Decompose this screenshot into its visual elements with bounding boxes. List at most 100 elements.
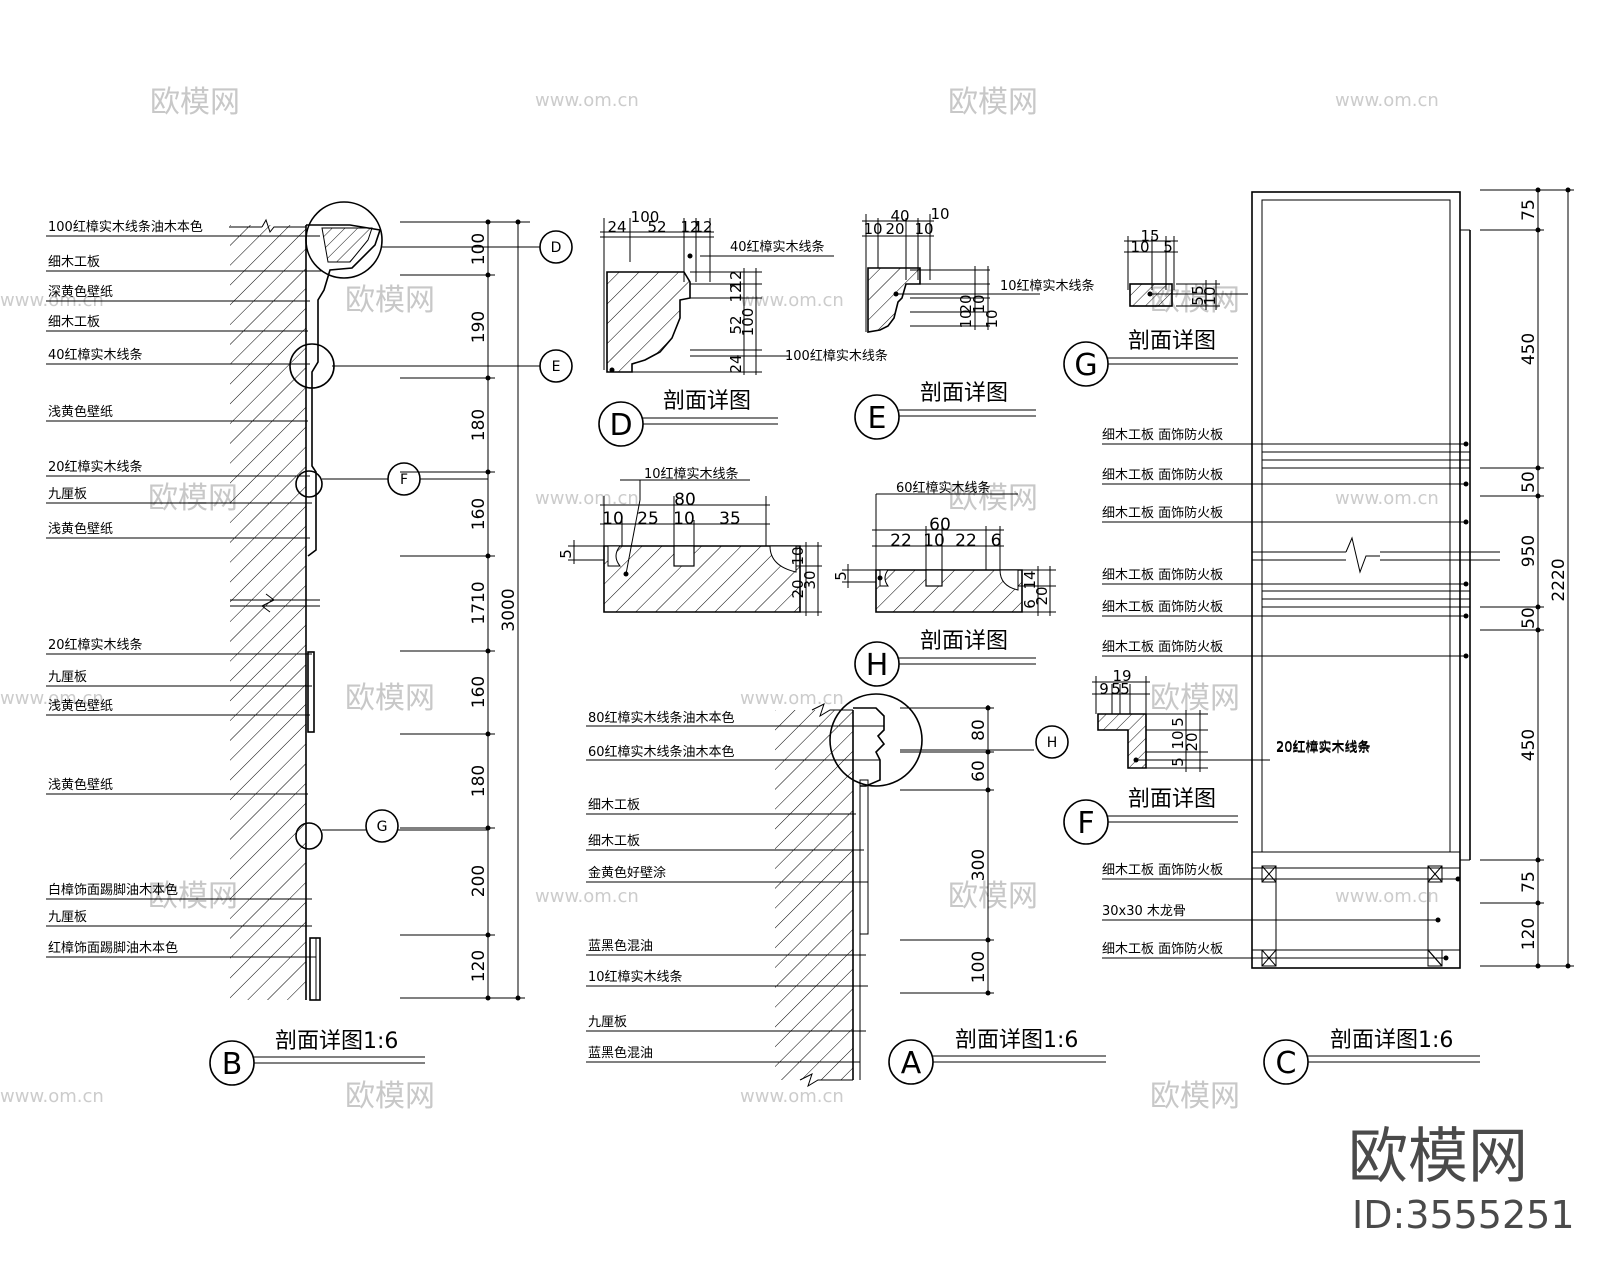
dimension: 10 xyxy=(957,309,975,328)
watermark-text: 欧模网 xyxy=(345,283,435,318)
dimension: 75 xyxy=(1519,871,1539,893)
dimension: 200 xyxy=(469,865,489,897)
watermark-text: 欧模网 xyxy=(345,1079,435,1114)
label: 浅黄色壁纸 xyxy=(48,777,113,793)
label: 60红樟实木线条油木本色 xyxy=(588,744,735,760)
section-title: 剖面详图1:6 xyxy=(275,1029,398,1054)
dimension: 22 xyxy=(890,531,912,551)
watermark-url: www.om.cn xyxy=(0,688,104,709)
dimension: 120 xyxy=(469,950,489,982)
section-title: 剖面详图 xyxy=(1128,787,1216,812)
dimension: 24 xyxy=(727,354,745,373)
detail-circle-g xyxy=(295,822,323,850)
dimension: 15 xyxy=(1140,227,1159,245)
dimension: 14 xyxy=(1021,570,1039,589)
dimension: 10 xyxy=(930,205,949,223)
label: 金黄色好壁涂 xyxy=(588,865,666,881)
watermark-text: 欧模网 xyxy=(148,481,238,516)
watermark-url: www.om.cn xyxy=(0,1086,104,1107)
label: 30x30 木龙骨 xyxy=(1102,904,1186,919)
watermark-text: 欧模网 xyxy=(345,681,435,716)
label: 100红樟实木线条油木本色 xyxy=(48,219,203,235)
section-title: 剖面详图 xyxy=(663,389,751,414)
leader-lines xyxy=(46,235,322,958)
dimension: 10 xyxy=(923,531,945,551)
dimension: 100 xyxy=(969,951,989,983)
label: 10红樟实木线条 xyxy=(644,466,739,482)
label: 10红樟实木线条 xyxy=(588,969,683,985)
label: 40红樟实木线条 xyxy=(48,347,143,363)
dimension: 10 xyxy=(983,309,1001,328)
label: 细木工板 面饰防火板 xyxy=(1102,639,1223,655)
label: 细木工板 面饰防火板 xyxy=(1102,599,1223,615)
dimension: 40 xyxy=(890,207,909,225)
label: 细木工板 xyxy=(48,315,100,330)
label: 细木工板 面饰防火板 xyxy=(1102,505,1223,521)
label: 浅黄色壁纸 xyxy=(48,404,113,420)
label: 九厘板 xyxy=(588,1015,627,1030)
dimension: 10 xyxy=(673,509,695,529)
dimension: 20 xyxy=(957,294,975,313)
label: 九厘板 xyxy=(48,910,87,925)
watermark-text: 欧模网 xyxy=(1150,1079,1240,1114)
dimension: 300 xyxy=(969,849,989,881)
dimension: 190 xyxy=(469,311,489,343)
label: 细木工板 xyxy=(588,798,640,813)
detail-d: 100 24 52 12 12 40红樟实木线条 12 12 52 100 24… xyxy=(598,208,888,447)
dimension: 10 xyxy=(1130,238,1149,256)
dimension: 5 xyxy=(832,571,850,581)
dimension: 10 xyxy=(1169,730,1187,749)
dimension: 6 xyxy=(991,531,1002,551)
callout-label: H xyxy=(1047,735,1058,751)
dimension: 100 xyxy=(469,233,489,265)
section-letter: G xyxy=(1074,348,1097,383)
dimension: 180 xyxy=(469,409,489,441)
dimension: 10 xyxy=(914,220,933,238)
label: 60红樟实木线条 xyxy=(896,480,991,496)
dimension: 20 xyxy=(1033,586,1051,605)
dimension: 20 xyxy=(1183,732,1201,751)
dimension: 60 xyxy=(969,760,989,782)
section-letter: A xyxy=(901,1046,922,1081)
dimension: 12 xyxy=(693,218,712,236)
dimension: 75 xyxy=(1519,199,1539,221)
detail-h: 10红樟实木线条 80 10 25 10 35 5 10 20 30 xyxy=(557,466,1056,687)
section-b: 100红樟实木线条油木本色 细木工板 深黄色壁纸 细木工板 40红樟实木线条 浅… xyxy=(46,201,573,1086)
detail-e: 40 10 10 20 10 10红樟实木线条 20 10 10 10 E 剖面… xyxy=(854,205,1095,440)
dimension: 12 xyxy=(727,270,745,289)
section-a: 80红樟实木线条油木本色 60红樟实木线条油木本色 细木工板 细木工板 金黄色好… xyxy=(586,693,1106,1088)
dimension: 160 xyxy=(469,498,489,530)
wood-joist-marks xyxy=(1261,865,1443,967)
label: 九厘板 xyxy=(48,487,87,502)
watermark-url: www.om.cn xyxy=(740,688,844,709)
label: 10红樟实木线条 xyxy=(1000,278,1095,294)
callout-label: E xyxy=(552,359,561,375)
dimension: 25 xyxy=(637,509,659,529)
detail-g: 15 10 5 5 5 10 G 剖面详图 xyxy=(1063,227,1248,387)
dimension: 180 xyxy=(469,765,489,797)
label: 细木工板 面饰防火板 xyxy=(1102,862,1223,878)
callout-label: F xyxy=(400,472,408,488)
dimension: 50 xyxy=(1519,607,1539,629)
dimension: 50 xyxy=(1519,471,1539,493)
dimension: 20 xyxy=(885,220,904,238)
brand-id: ID:3555251 xyxy=(1352,1193,1575,1237)
dimension: 80 xyxy=(674,490,696,510)
dimension: 35 xyxy=(719,509,741,529)
label: 细木工板 面饰防火板 xyxy=(1102,427,1223,443)
watermarks: 欧模网 www.om.cn 欧模网 www.om.cn www.om.cn 欧模… xyxy=(0,85,1439,1114)
wall-hatch xyxy=(230,225,306,1000)
dimension-total: 3000 xyxy=(499,588,519,631)
dimension: 80 xyxy=(969,719,989,741)
detail-f: 19 9 5 5 10 5 20 5 20红樟实木线条 F 剖面详图 xyxy=(1063,667,1371,845)
label: 80红樟实木线条油木本色 xyxy=(588,710,735,726)
dimension: 12 xyxy=(680,218,699,236)
dimension: 10 xyxy=(789,546,807,565)
watermark-url: www.om.cn xyxy=(740,290,844,311)
label: 蓝黑色混油 xyxy=(588,1045,653,1061)
dimension: 60 xyxy=(929,515,951,535)
dimension: 1710 xyxy=(469,581,489,624)
label: 20红樟实木线条 xyxy=(1276,740,1371,756)
dimension: 22 xyxy=(955,531,977,551)
